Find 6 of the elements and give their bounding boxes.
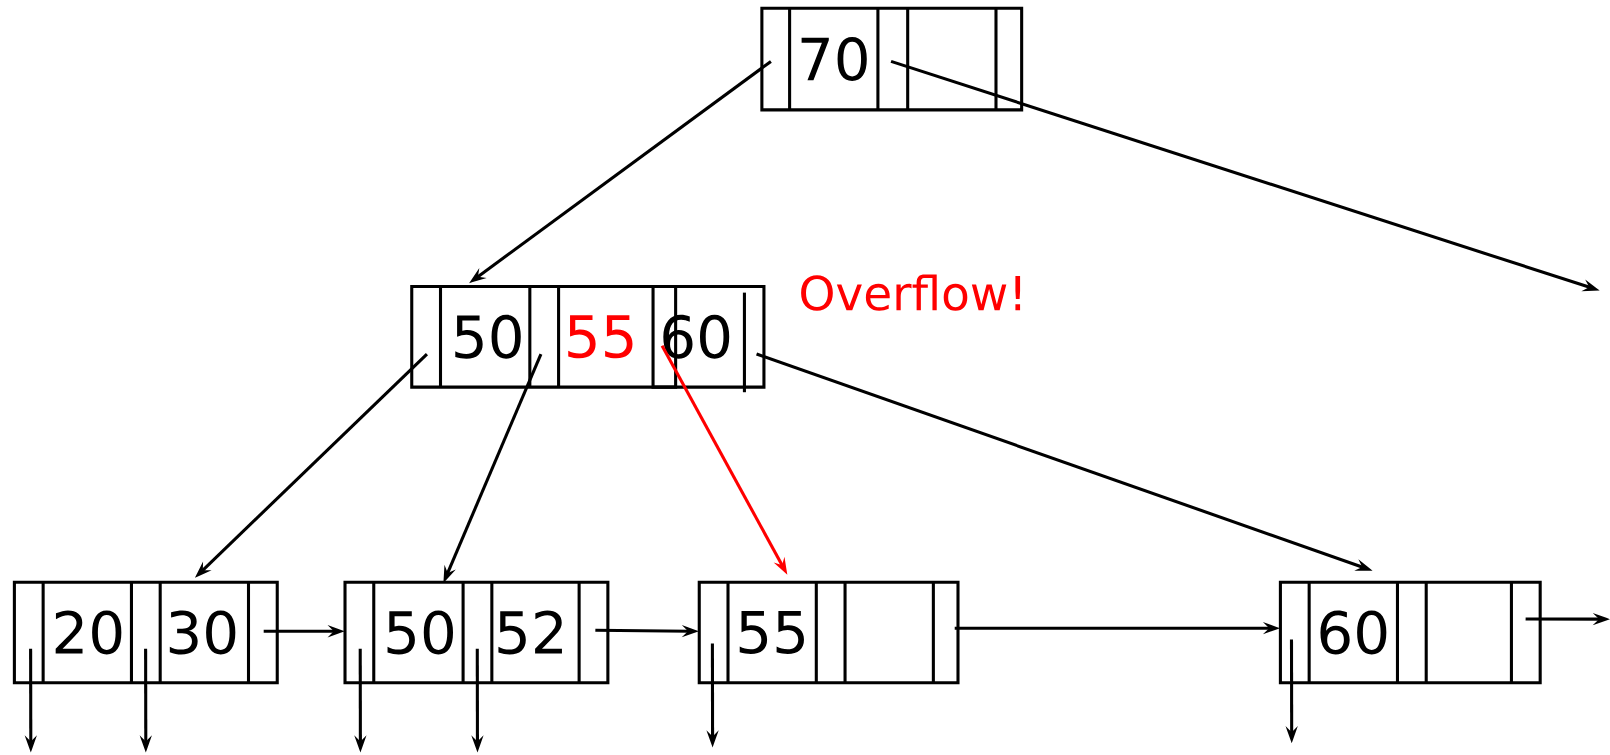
- overflow-note: Overflow!: [801, 274, 1021, 311]
- tree-node: 20 30: [12, 580, 279, 685]
- tree-node: 60: [1278, 580, 1542, 685]
- tree-node: 70: [760, 6, 1024, 112]
- tree-node: 50 52: [343, 580, 610, 685]
- tree-node: 55: [697, 580, 960, 685]
